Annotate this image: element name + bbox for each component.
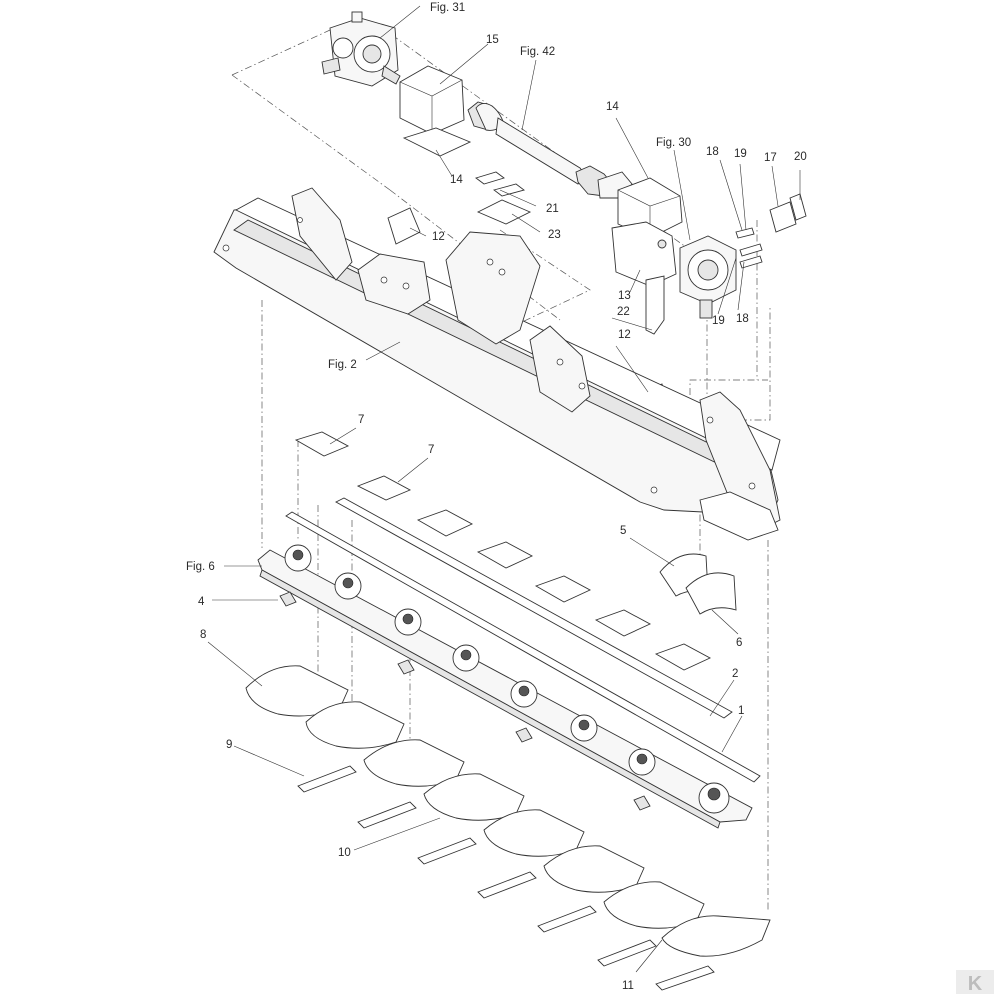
callout-20: 20 <box>794 151 807 163</box>
labels: Fig. 31 Fig. 42 Fig. 30 Fig. 2 Fig. 6 15… <box>186 2 807 992</box>
label-fig31: Fig. 31 <box>430 2 465 14</box>
cover-plate-23[interactable] <box>476 199 532 225</box>
callout-18-top: 18 <box>706 146 719 158</box>
callout-13: 13 <box>618 290 631 302</box>
label-fig30: Fig. 30 <box>656 137 691 149</box>
skid-pads-7[interactable] <box>294 431 712 671</box>
guard-shield-13[interactable] <box>611 221 677 287</box>
callout-8: 8 <box>200 629 206 641</box>
brand-logo: K <box>956 970 994 995</box>
callout-22: 22 <box>617 306 630 318</box>
spacer-blocks-4[interactable] <box>279 591 651 811</box>
callout-21: 21 <box>546 203 559 215</box>
cutter-discs[interactable] <box>245 665 771 957</box>
callout-17: 17 <box>764 152 777 164</box>
callout-7-right: 7 <box>428 444 434 456</box>
label-fig2: Fig. 2 <box>328 359 357 371</box>
gearbox-fig31[interactable] <box>321 11 401 87</box>
callout-23: 23 <box>548 229 561 241</box>
callout-18-bottom: 18 <box>736 313 749 325</box>
cutter-knives-9[interactable] <box>297 765 715 991</box>
bracket-plate-17-20[interactable] <box>735 193 807 269</box>
callout-4: 4 <box>198 596 205 608</box>
guard-shield-14-upper[interactable] <box>402 127 472 157</box>
callout-1: 1 <box>738 705 744 717</box>
callout-15: 15 <box>486 34 499 46</box>
callout-9: 9 <box>226 739 232 751</box>
callout-5: 5 <box>620 525 626 537</box>
cutter-bar-fig6[interactable] <box>257 544 753 829</box>
callout-12-top: 12 <box>432 231 445 243</box>
label-fig6: Fig. 6 <box>186 561 215 573</box>
brand-logo-text: K <box>968 973 983 995</box>
callout-19-top: 19 <box>734 148 747 160</box>
main-frame-fig2[interactable] <box>213 187 781 541</box>
callout-10: 10 <box>338 847 351 859</box>
guard-shield-14-lower[interactable] <box>617 177 683 239</box>
callout-14-left: 14 <box>450 174 463 186</box>
callout-14-top: 14 <box>606 101 619 113</box>
callout-6: 6 <box>736 637 742 649</box>
guard-shield-15[interactable] <box>399 65 465 135</box>
callout-2: 2 <box>732 668 738 680</box>
callout-7-left: 7 <box>358 414 364 426</box>
label-fig42: Fig. 42 <box>520 46 555 58</box>
gearbox-fig30[interactable] <box>679 235 737 319</box>
cutter-bar-strip-2[interactable] <box>285 497 761 783</box>
leader-lines <box>207 5 801 973</box>
shim-plate-21[interactable] <box>475 171 526 197</box>
callout-19-bottom: 19 <box>712 315 725 327</box>
drive-shaft-fig42[interactable] <box>467 101 633 199</box>
hood-guard-6[interactable] <box>685 572 737 615</box>
plate-12-upper[interactable] <box>387 207 421 245</box>
callout-11: 11 <box>622 980 634 992</box>
callout-12-bottom: 12 <box>618 329 631 341</box>
bracket-22[interactable] <box>645 275 665 335</box>
